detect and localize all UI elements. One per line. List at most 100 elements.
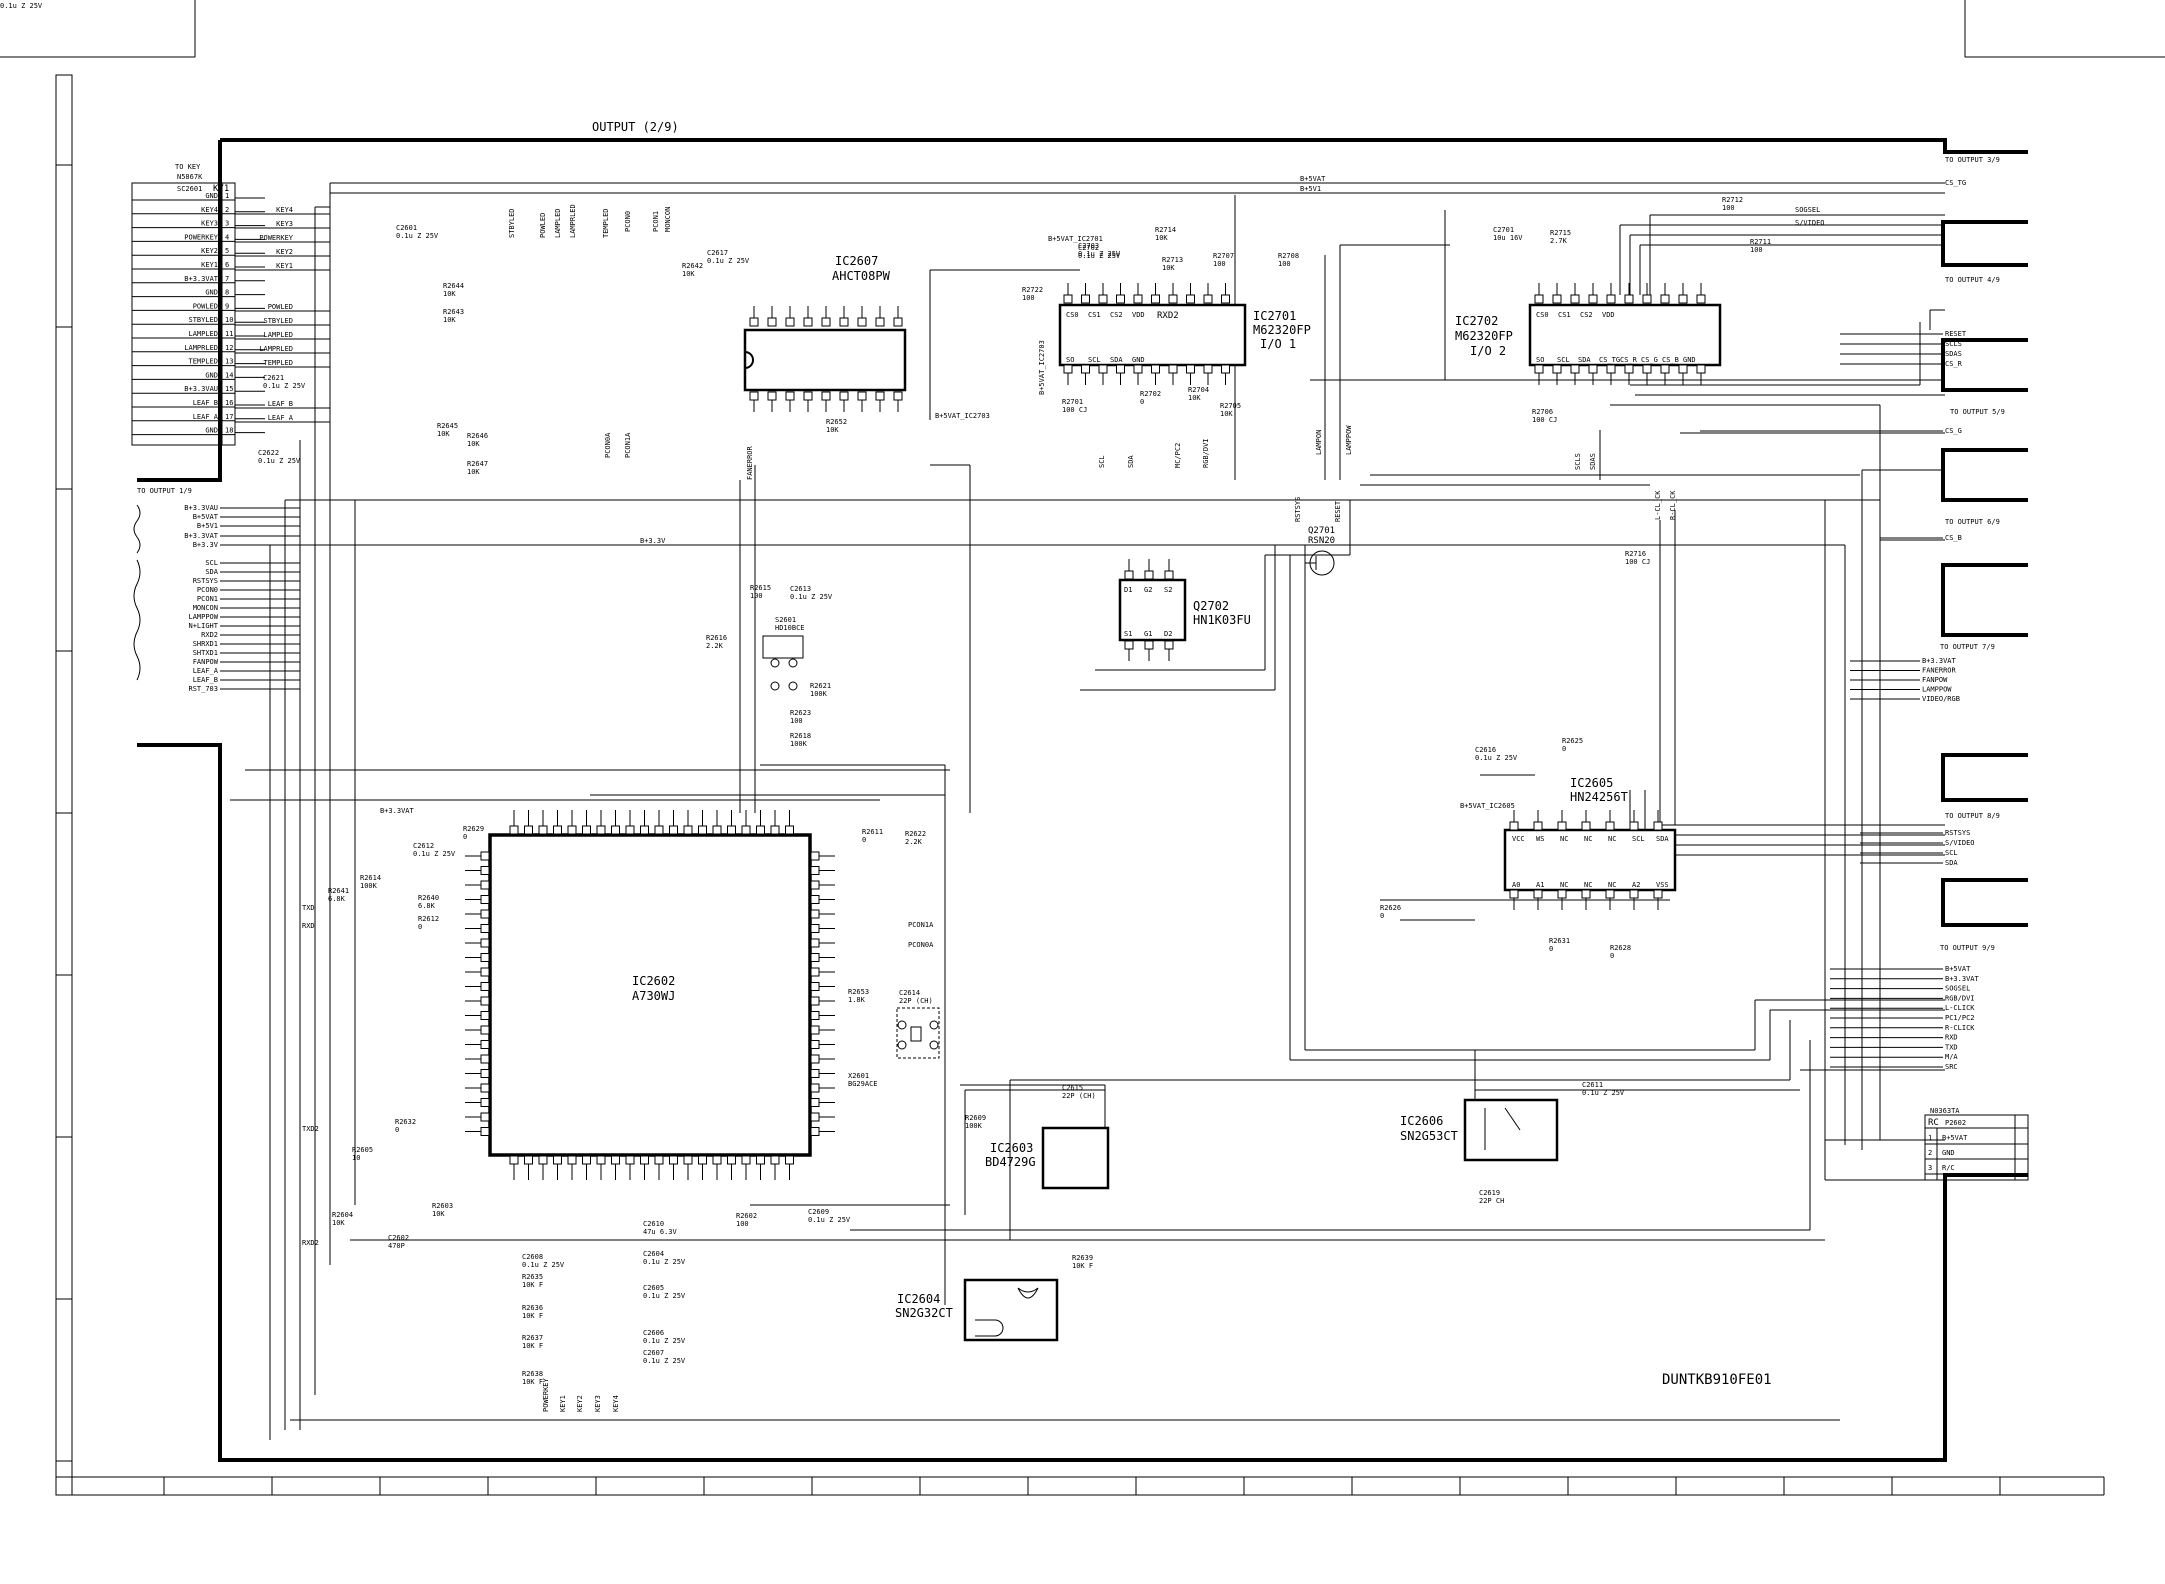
ic2607-pin <box>821 317 831 327</box>
left-bus-label: FANPOW <box>193 658 219 666</box>
component-ref: R2714 <box>1155 226 1176 234</box>
ic-internal-label: NC <box>1560 881 1568 889</box>
component-value: 0 <box>1610 952 1614 960</box>
component-value: 470P <box>388 1242 405 1250</box>
q2702-pin <box>1124 570 1134 580</box>
ic2606: IC2606 SN2G53CT <box>1400 1098 1559 1162</box>
component-value: 0 <box>1562 745 1566 753</box>
component-ref: R2706 <box>1532 408 1553 416</box>
ic2701-pin <box>1063 294 1073 304</box>
ky1-pin-number: 5 <box>225 247 229 255</box>
ic2602-pin <box>683 825 693 835</box>
vertical-net-label: SCLS <box>1574 453 1582 470</box>
ky1-pin-signal: GND <box>205 371 218 379</box>
component-ref: R2653 <box>848 988 869 996</box>
component-ref: R2704 <box>1188 386 1209 394</box>
component-ref: C2622 <box>258 449 279 457</box>
ic2605-pin <box>1653 889 1663 899</box>
left-bus-labels: B+3.3VAUB+5VATB+5V1B+3.3VATB+3.3VSCLSDAR… <box>133 504 300 693</box>
ky1-pin-number: 4 <box>225 233 229 241</box>
component-value: 0.1u Z 25V <box>643 1357 686 1365</box>
ic2603-ref: IC2603 <box>990 1141 1033 1155</box>
component-value: HD10BCE <box>775 624 805 632</box>
vertical-net-label: RGB/DVI <box>1202 438 1210 468</box>
ic2702-pin <box>1678 294 1688 304</box>
ic2604: IC2604 SN2G32CT <box>895 1278 1059 1342</box>
component-ref: R2722 <box>1022 286 1043 294</box>
ic2602-pin <box>741 1155 751 1165</box>
component-ref: C2617 <box>707 249 728 257</box>
component-ref: R2612 <box>418 915 439 923</box>
left-bus-label: PCON1 <box>197 595 218 603</box>
ic2602-pin <box>596 825 606 835</box>
ic-internal-label: NC <box>1584 881 1592 889</box>
ic2602-pin <box>509 825 519 835</box>
component-value: 22P (CH) <box>1062 1092 1096 1100</box>
ic2606-part: SN2G53CT <box>1400 1129 1458 1143</box>
ky1-pin-signal: LEAF_A <box>193 413 219 421</box>
component-value: 100 <box>1722 204 1735 212</box>
left-bus-label: PCON0 <box>197 586 218 594</box>
ic2607-pin <box>857 391 867 401</box>
right-signal-label: CS_R <box>1945 360 1963 368</box>
ic2602-pin <box>810 1112 820 1122</box>
component-value: 6.8K <box>418 902 436 910</box>
vertical-net-label: PCON1 <box>652 211 660 232</box>
ic2602-pin <box>480 851 490 861</box>
right-signal-label: SCLS <box>1945 340 1962 348</box>
component-value: 10K <box>467 468 480 476</box>
component-value: 0 <box>1380 912 1384 920</box>
ic2602-pin <box>480 996 490 1006</box>
component-ref: R2641 <box>328 887 349 895</box>
ic2602-pin <box>810 1011 820 1020</box>
left-bus-label: SHTXD1 <box>193 649 218 657</box>
component-ref: C2602 <box>388 1234 409 1242</box>
component-ref: R2629 <box>463 825 484 833</box>
rc-name: RC <box>1928 1118 1939 1128</box>
rail-b33vat-label: B+3.3VAT <box>380 807 415 815</box>
left-bus-label: SHRXD1 <box>193 640 218 648</box>
ic2702-pin <box>1642 294 1652 304</box>
component-value: 0 <box>463 833 467 841</box>
ic2602-pin <box>509 1155 519 1165</box>
ic2602-pin <box>480 866 490 875</box>
component-value: 10K <box>437 430 450 438</box>
pcon0a-label: PCON0A <box>908 941 934 949</box>
ic2602-pin <box>553 825 562 835</box>
ky1-pin-number: 13 <box>225 358 233 366</box>
q2702-part: HN1K03FU <box>1193 613 1251 627</box>
ic2702-pin <box>1588 294 1598 304</box>
q2701-ref: Q2701 <box>1308 526 1335 536</box>
right-signal-label: SOGSEL <box>1795 206 1820 214</box>
left-ruler <box>56 164 72 1462</box>
vertical-net-label: KEY2 <box>576 1395 584 1412</box>
ic2701-pin <box>1186 294 1195 304</box>
ic2602-pin <box>810 938 820 948</box>
component-ref: R2707 <box>1213 252 1234 260</box>
right-signal-label: S/VIDEO <box>1945 839 1975 847</box>
ic2607-pin <box>839 317 849 327</box>
rc-pin-signal: R/C <box>1942 1164 1955 1172</box>
right-signal-label: PC1/PC2 <box>1945 1014 1975 1022</box>
ic2701-pin <box>1098 294 1108 304</box>
ic2702-pin <box>1570 294 1580 304</box>
left-bus-label: B+5VAT <box>193 513 219 521</box>
sheet-frame <box>0 0 2165 1496</box>
right-signal-label: CS_TG <box>1945 179 1966 187</box>
ic2602-pin <box>567 1155 577 1165</box>
component-value: 10K <box>443 316 456 324</box>
vertical-net-label: KEY4 <box>612 1395 620 1412</box>
ic2701-pin <box>1081 294 1090 304</box>
ic2602-pins <box>465 810 835 1180</box>
ic2602-pin <box>480 1011 490 1020</box>
ic2605-pin <box>1533 821 1543 831</box>
ky1-net-label: KEY4 <box>276 206 293 214</box>
ic2602-pin <box>810 895 820 904</box>
